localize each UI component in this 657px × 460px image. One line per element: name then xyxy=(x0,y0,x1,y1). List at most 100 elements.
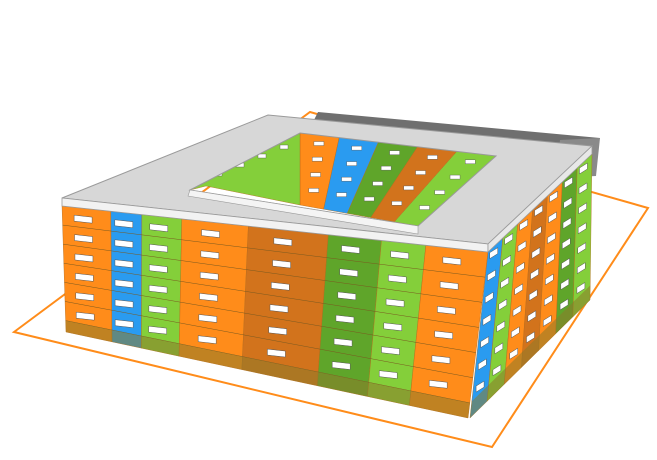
floor-line xyxy=(64,282,476,353)
balcony xyxy=(336,192,347,197)
balcony xyxy=(341,245,360,254)
balcony xyxy=(148,284,168,294)
balcony xyxy=(337,291,357,301)
balcony xyxy=(576,282,586,294)
balcony xyxy=(562,217,572,230)
balcony xyxy=(383,322,403,332)
balcony xyxy=(511,326,520,339)
balcony xyxy=(434,190,445,195)
balcony xyxy=(339,268,358,277)
balcony xyxy=(534,204,543,217)
side-facade xyxy=(469,153,593,419)
balcony xyxy=(439,281,459,290)
balcony xyxy=(419,205,430,210)
balcony xyxy=(509,347,518,360)
floor-line xyxy=(62,224,486,278)
base-strip xyxy=(470,285,591,418)
floor-line xyxy=(64,301,473,379)
balcony xyxy=(548,211,557,224)
balcony xyxy=(480,336,489,349)
balcony xyxy=(310,172,321,177)
balcony xyxy=(73,214,93,224)
balcony xyxy=(363,196,375,202)
balcony xyxy=(268,326,287,336)
balcony xyxy=(197,335,217,344)
balcony xyxy=(579,162,588,175)
balcony xyxy=(273,237,293,247)
balcony xyxy=(199,271,219,281)
roof xyxy=(61,114,594,253)
balcony xyxy=(526,331,535,344)
courtyard-facade xyxy=(189,132,497,227)
facade-segment xyxy=(141,214,183,357)
balcony xyxy=(442,256,462,266)
balcony xyxy=(201,229,220,238)
balcony xyxy=(489,247,498,260)
balcony xyxy=(482,313,492,326)
balcony xyxy=(528,289,538,302)
balcony xyxy=(494,342,504,355)
balcony xyxy=(559,298,569,311)
balcony xyxy=(388,274,407,284)
balcony xyxy=(577,262,586,275)
balcony xyxy=(331,361,351,370)
floor-line xyxy=(63,243,482,303)
balcony xyxy=(380,165,392,171)
balcony xyxy=(341,176,352,182)
balcony xyxy=(578,182,588,195)
balcony xyxy=(415,170,426,175)
balcony xyxy=(514,283,523,296)
balcony xyxy=(428,379,448,389)
balcony xyxy=(465,159,476,165)
balcony xyxy=(562,237,571,250)
balcony xyxy=(504,233,513,246)
floor-line xyxy=(63,263,479,328)
base-strip xyxy=(65,320,470,418)
balcony xyxy=(346,161,357,166)
balcony xyxy=(199,292,218,302)
balcony xyxy=(532,225,542,238)
balcony xyxy=(549,190,558,203)
balcony xyxy=(381,346,400,355)
balcony xyxy=(74,253,94,263)
balcony xyxy=(200,250,220,260)
balcony xyxy=(114,259,134,269)
balcony xyxy=(434,330,453,340)
balcony xyxy=(519,218,528,231)
balcony xyxy=(257,153,267,159)
balcony xyxy=(561,257,570,270)
balcony xyxy=(498,298,508,311)
balcony xyxy=(267,348,286,358)
front-facade xyxy=(61,205,489,419)
balcony xyxy=(502,254,511,267)
balcony xyxy=(75,273,94,282)
balcony xyxy=(478,358,487,371)
balcony xyxy=(487,269,496,282)
courtyard-rim xyxy=(187,189,419,235)
balcony xyxy=(308,188,320,193)
balcony xyxy=(545,273,554,286)
balcony xyxy=(269,304,289,313)
balcony xyxy=(564,176,573,189)
balcony xyxy=(114,219,134,229)
balcony xyxy=(74,234,93,243)
balcony xyxy=(271,282,290,291)
balcony xyxy=(449,174,461,180)
balcony xyxy=(333,338,353,347)
balcony xyxy=(372,181,383,186)
balcony xyxy=(578,202,587,215)
balcony xyxy=(500,276,510,289)
balcony xyxy=(335,314,355,324)
balcony xyxy=(114,239,134,249)
balcony xyxy=(75,311,95,321)
balcony xyxy=(427,155,438,160)
roof-side-edge xyxy=(487,145,593,253)
balcony xyxy=(530,268,539,281)
balcony xyxy=(279,144,289,150)
balcony xyxy=(378,370,398,379)
balcony xyxy=(149,223,169,233)
balcony xyxy=(403,185,414,191)
balcony xyxy=(390,250,409,260)
balcony xyxy=(391,201,403,206)
